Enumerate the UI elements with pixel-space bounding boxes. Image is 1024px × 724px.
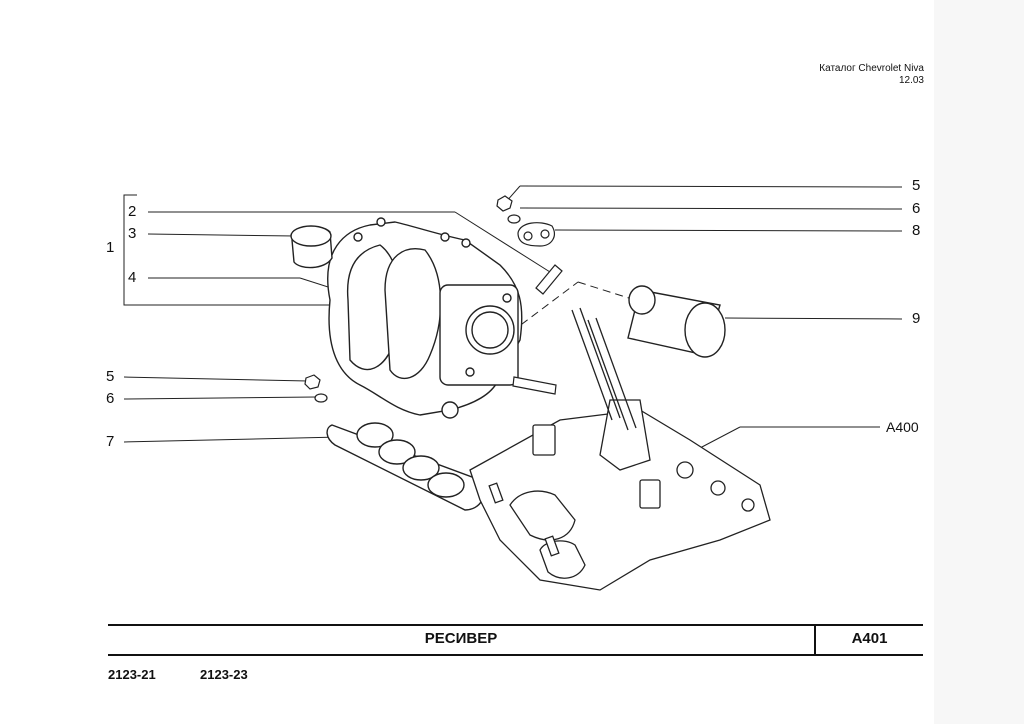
callout-5-left: 5 (106, 368, 115, 385)
leader-6-left (123, 396, 317, 400)
callout-5-right: 5 (912, 177, 921, 194)
model-code-1: 2123-21 (108, 667, 156, 682)
title-bar: РЕСИВЕР A401 (108, 624, 923, 656)
catalog-title: Каталог Chevrolet Niva (819, 63, 924, 74)
section-title: РЕСИВЕР (424, 630, 498, 647)
section-code: A401 (851, 630, 888, 647)
page-header: Каталог Chevrolet Niva 12.03 (819, 63, 924, 87)
catalog-date: 12.03 (898, 75, 924, 86)
intake-manifold (469, 307, 771, 591)
callout-6-right: 6 (912, 200, 921, 217)
cap (290, 225, 333, 269)
leader-5-left (123, 376, 309, 382)
scan-edge (934, 0, 1024, 724)
leader-5-right (519, 185, 903, 188)
callout-7: 7 (106, 433, 115, 450)
group-1-bracket (123, 194, 330, 306)
nut-washer-left (304, 374, 328, 403)
callout-2: 2 (128, 203, 137, 220)
model-code-2: 2123-23 (200, 667, 248, 682)
title-divider (814, 626, 816, 654)
callout-9: 9 (912, 310, 921, 327)
callout-8: 8 (912, 222, 921, 239)
plenum-housing (327, 217, 523, 419)
stud-short (535, 264, 563, 295)
leader-6-right (519, 207, 903, 210)
callout-ref-a400: A400 (886, 419, 919, 435)
leader-8 (554, 229, 903, 232)
leader-9 (724, 317, 903, 320)
callout-3: 3 (128, 225, 137, 242)
callout-1: 1 (106, 239, 115, 256)
leader-3 (147, 233, 296, 237)
nut-washer-right (496, 195, 555, 247)
leader-7 (123, 436, 341, 443)
tube-sleeve (627, 285, 726, 358)
callout-6-left: 6 (106, 390, 115, 407)
stud-long (512, 376, 557, 395)
gasket (326, 422, 485, 511)
callout-4: 4 (128, 269, 137, 286)
